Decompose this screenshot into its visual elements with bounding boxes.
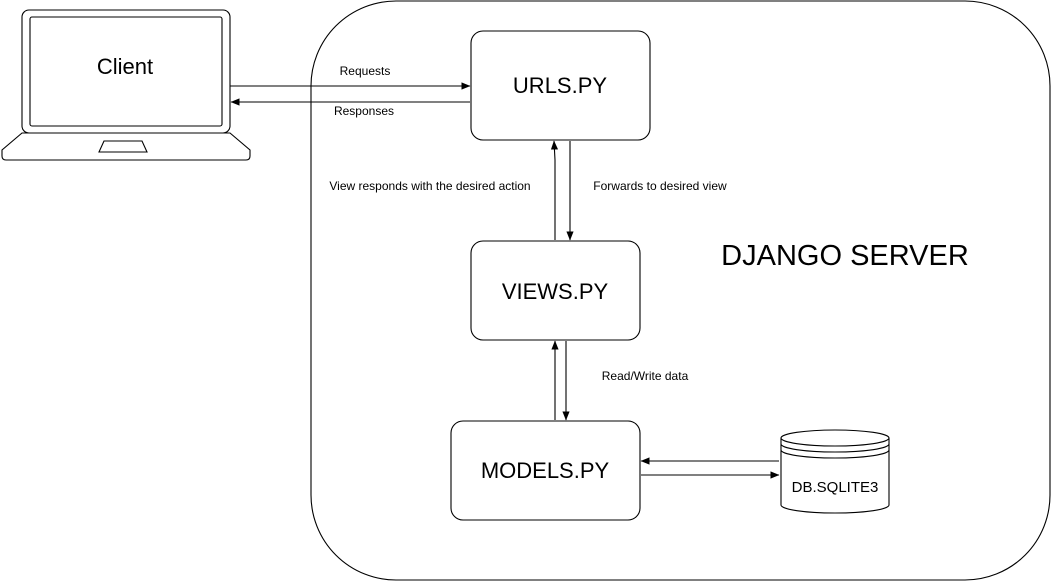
responses-label: Responses [334, 104, 394, 118]
models-label: MODELS.PY [481, 458, 610, 483]
view-responds-label: View responds with the desired action [329, 179, 530, 193]
requests-label: Requests [340, 64, 391, 78]
views-box [470, 240, 641, 341]
read-write-label: Read/Write data [602, 369, 689, 383]
database-label: DB.SQLITE3 [792, 479, 879, 496]
models-box [450, 420, 641, 521]
laptop-icon [1, 9, 251, 161]
view-responds-arrow [550, 140, 559, 240]
django-server-label: DJANGO SERVER [721, 240, 969, 272]
django-server-container [310, 0, 1051, 581]
urls-box [470, 30, 651, 141]
urls-label: URLS.PY [513, 73, 607, 98]
forwards-label: Forwards to desired view [593, 179, 727, 193]
views-label: VIEWS.PY [502, 279, 609, 304]
client-label: Client [97, 54, 153, 79]
database-icon [780, 429, 890, 514]
